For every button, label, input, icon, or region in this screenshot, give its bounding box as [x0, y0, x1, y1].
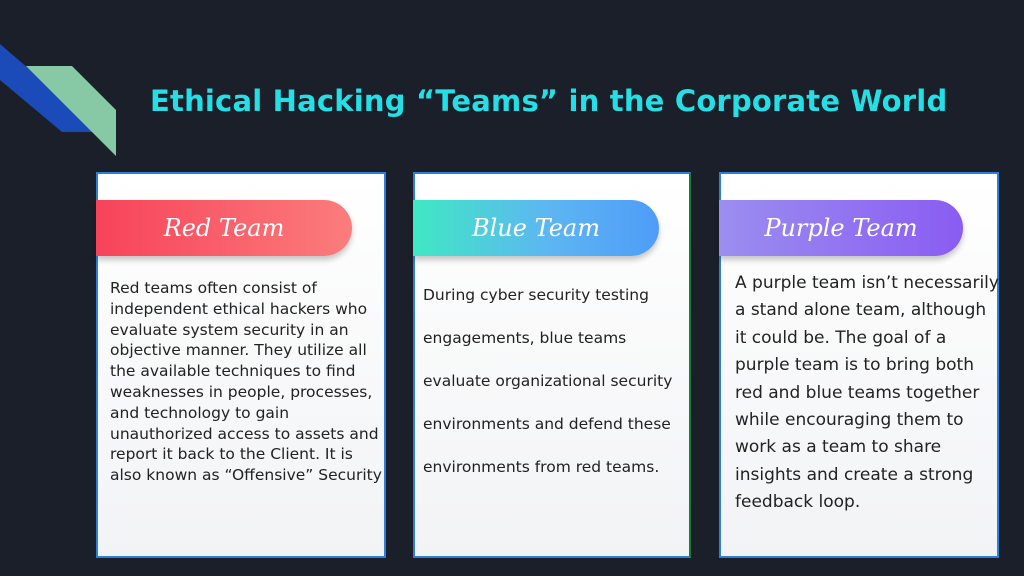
- corner-decoration: [0, 44, 116, 156]
- page-title: Ethical Hacking “Teams” in the Corporate…: [150, 84, 948, 118]
- purple-team-heading: Purple Team: [764, 214, 918, 242]
- red-team-description: Red teams often consist of independent e…: [110, 279, 382, 485]
- red-team-heading: Red Team: [163, 214, 285, 242]
- purple-team-description: A purple team isn’t necessarily a stand …: [735, 273, 999, 513]
- blue-team-heading: Blue Team: [471, 214, 600, 242]
- red-team-banner: Red Team: [96, 200, 352, 256]
- purple-team-banner: Purple Team: [719, 200, 963, 256]
- blue-team-description: During cyber security testing engagement…: [423, 286, 673, 476]
- blue-team-banner: Blue Team: [413, 200, 659, 256]
- red-team-card: Red Team Red teams often consist of inde…: [96, 172, 386, 558]
- deco-green-stripe: [26, 66, 116, 156]
- blue-team-card: Blue Team During cyber security testing …: [413, 172, 691, 558]
- purple-team-card: Purple Team A purple team isn’t necessar…: [719, 172, 999, 558]
